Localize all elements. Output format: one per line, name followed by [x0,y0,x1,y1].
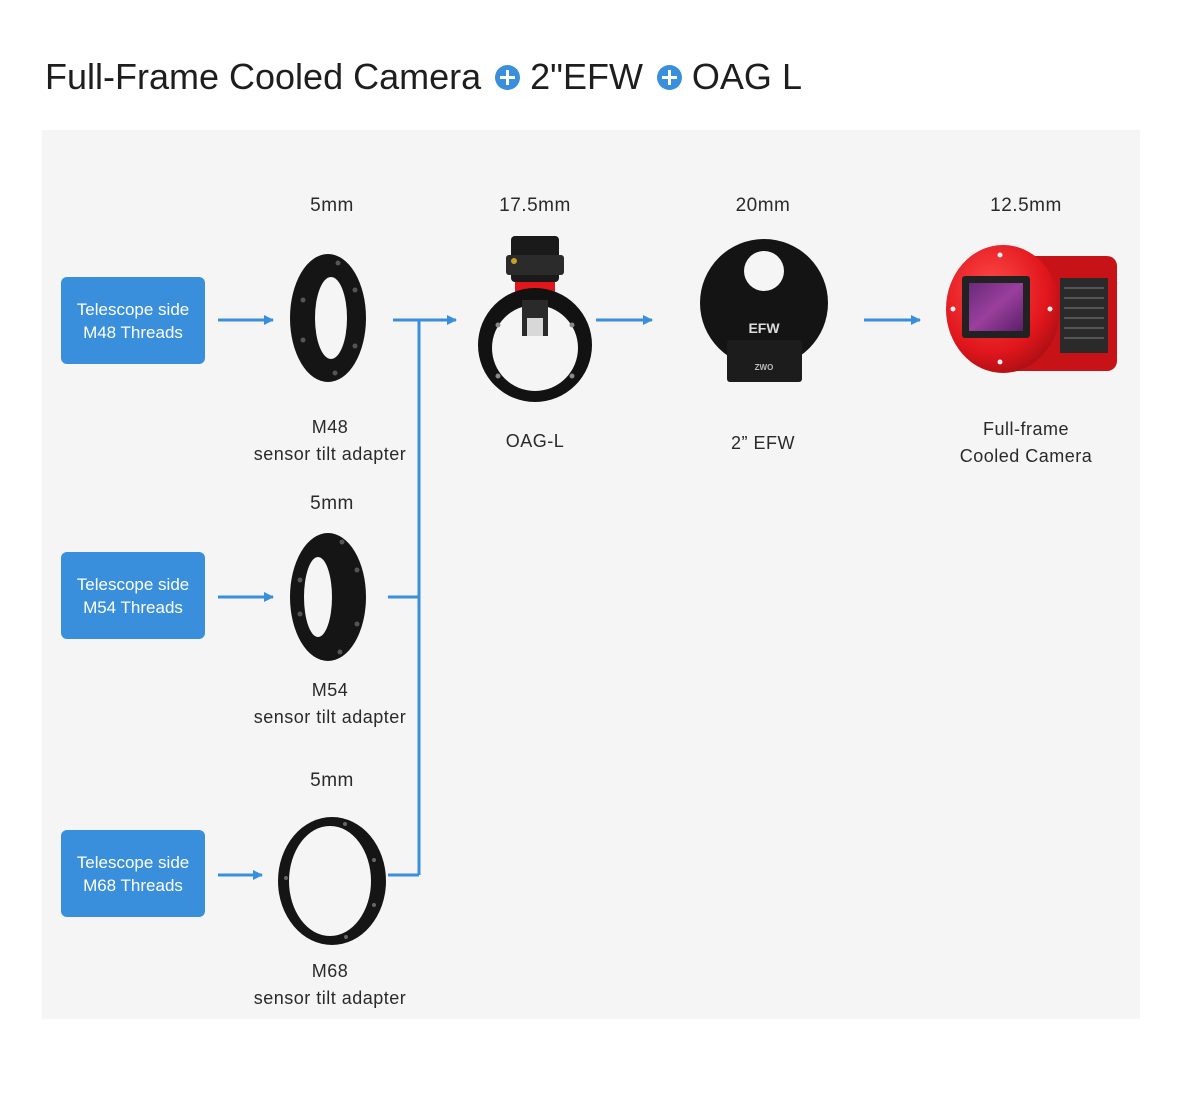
telescope-side-m54: Telescope side M54 Threads [61,552,205,639]
telescope-side-m68: Telescope side M68 Threads [61,830,205,917]
m48-adapter-image [290,254,366,382]
camera-label: Full-frame Cooled Camera [959,419,1093,466]
efw-thickness: 20mm [735,195,791,216]
telescope-side-m48: Telescope side M48 Threads [61,277,205,364]
plus-icon [656,64,682,90]
m68-adapter-image [278,817,386,945]
oag-image [478,236,592,402]
plus-icon [495,64,521,90]
title-camera: Full-Frame Cooled Camera [45,56,482,97]
oag-thickness: 17.5mm [499,195,571,216]
m54-adapter-label: M54 sensor tilt adapter [253,680,407,727]
m54-adapter-thickness: 5mm [310,493,354,514]
efw-label: 2” EFW [731,433,795,453]
m48-adapter-thickness: 5mm [310,195,354,216]
camera-thickness: 12.5mm [990,195,1062,216]
m48-adapter-label: M48 sensor tilt adapter [253,417,407,464]
m68-adapter-label: M68 sensor tilt adapter [253,961,407,1008]
efw-brand-text: ZWO [755,363,774,372]
title-oag: OAG L [691,56,802,97]
camera-image [946,245,1117,373]
m68-adapter-thickness: 5mm [310,770,354,791]
m54-adapter-image [290,533,366,661]
efw-image: EFW ZWO [700,239,828,382]
title-efw: 2"EFW [530,56,643,97]
efw-body-text: EFW [748,320,780,336]
oag-label: OAG-L [505,431,565,451]
page-title: Full-Frame Cooled Camera 2"EFW OAG L [45,52,802,102]
